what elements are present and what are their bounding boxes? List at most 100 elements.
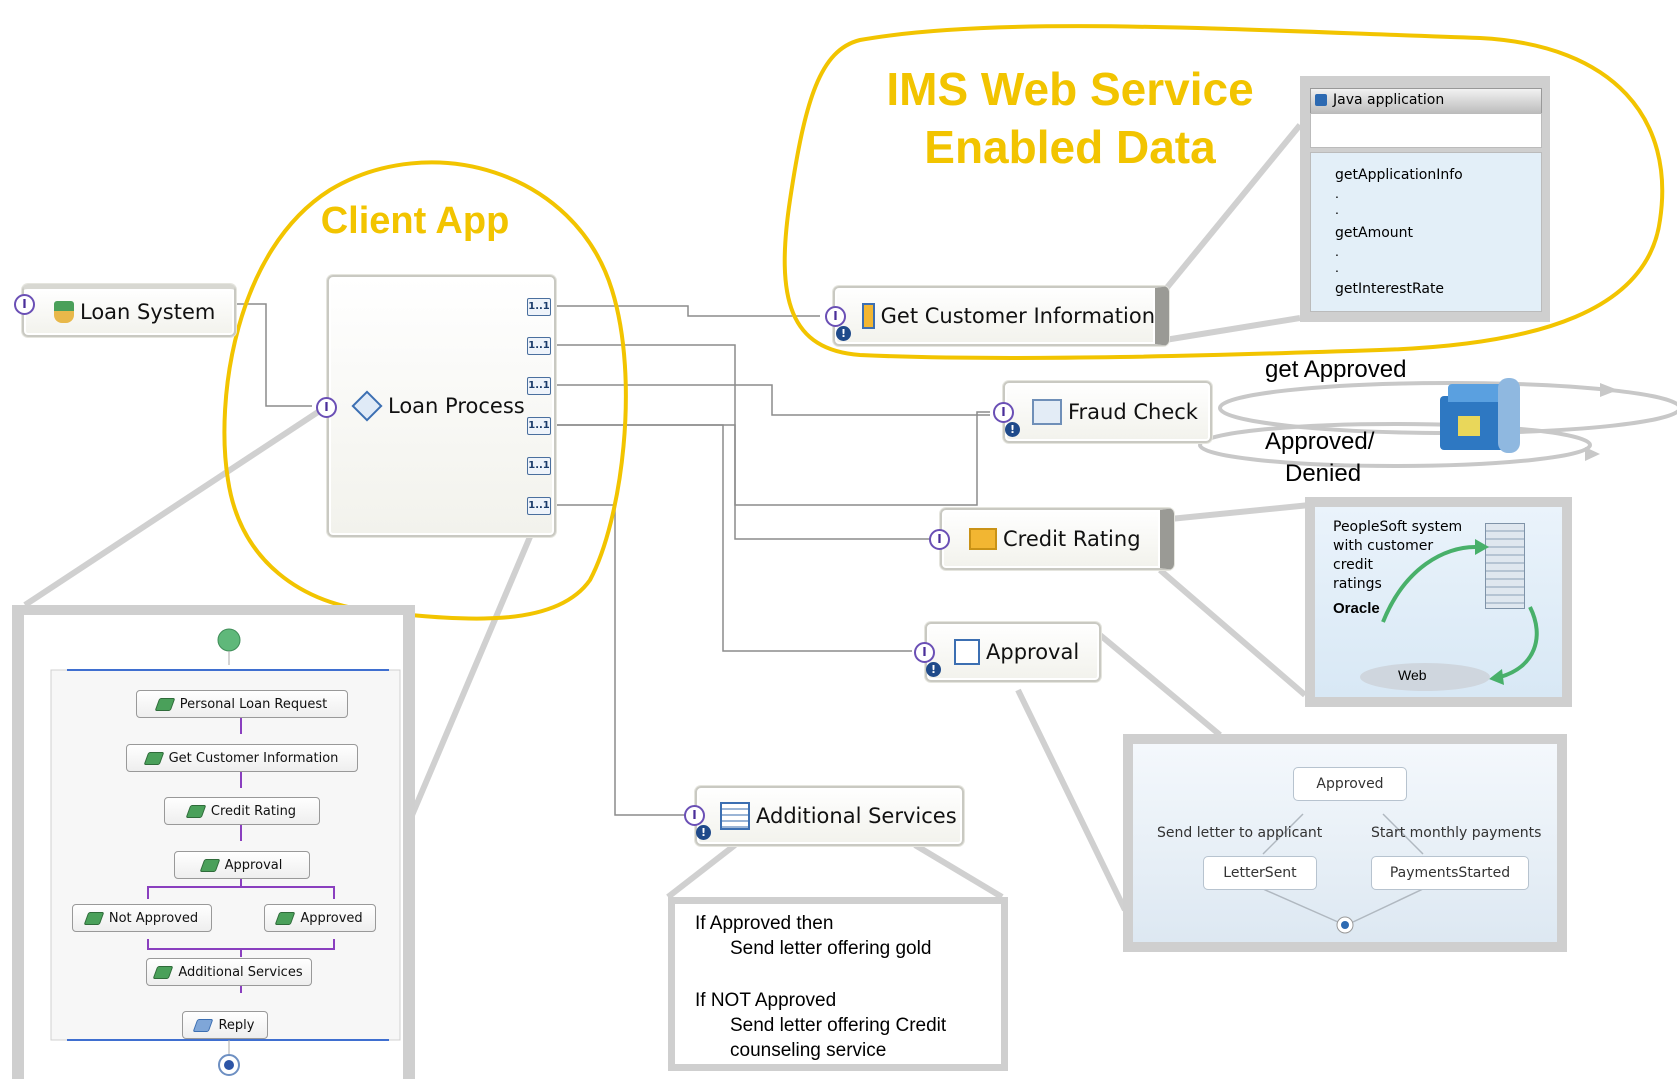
loan-system-icon bbox=[54, 301, 74, 323]
peoplesoft-line-3: credit bbox=[1333, 557, 1374, 573]
warning-icon: ! bbox=[696, 825, 711, 840]
invoke-icon bbox=[185, 804, 207, 818]
note-line-5: counseling service bbox=[730, 1040, 887, 1061]
approval-node[interactable]: Approval bbox=[925, 622, 1101, 682]
warning-icon: ! bbox=[926, 662, 941, 677]
receive-icon bbox=[154, 697, 176, 711]
activity-label: Not Approved bbox=[108, 910, 199, 926]
payments-started-state[interactable]: PaymentsStarted bbox=[1371, 856, 1529, 890]
approval-icon bbox=[954, 639, 980, 665]
activity-label: Approval bbox=[224, 857, 283, 873]
interface-icon[interactable]: I bbox=[929, 529, 950, 550]
invoke-icon bbox=[143, 751, 164, 765]
import-icon bbox=[862, 303, 875, 329]
peoplesoft-line-4: ratings bbox=[1333, 576, 1382, 592]
loan-system-label: Loan System bbox=[80, 300, 216, 324]
activity-approval[interactable]: Approval bbox=[174, 851, 310, 879]
reply-icon bbox=[193, 1018, 214, 1032]
interface-icon[interactable]: I bbox=[914, 642, 935, 663]
process-icon bbox=[351, 390, 383, 422]
java-method-2: getAmount bbox=[1335, 225, 1414, 241]
server-icon bbox=[1485, 523, 1525, 609]
fraud-check-icon bbox=[1032, 399, 1062, 425]
reference-5[interactable]: 1..1 bbox=[527, 457, 551, 475]
interface-icon[interactable]: I bbox=[684, 805, 705, 826]
credit-rating-icon bbox=[969, 528, 997, 550]
client-app-highlight bbox=[222, 160, 628, 621]
java-method-dot: . bbox=[1335, 201, 1339, 217]
get-approved-label: get Approved bbox=[1265, 356, 1407, 383]
state-transitions bbox=[1262, 813, 1424, 934]
bank-building-icon bbox=[1440, 378, 1525, 453]
java-method-3: getInterestRate bbox=[1335, 281, 1445, 297]
flow-lines bbox=[50, 628, 401, 1076]
approved-denied-label-2: Denied bbox=[1285, 460, 1362, 487]
peoplesoft-panel: PeopleSoft system with customer credit r… bbox=[1305, 497, 1572, 707]
java-panel-title: Java application bbox=[1333, 92, 1445, 108]
warning-icon: ! bbox=[1005, 422, 1020, 437]
start-payments-label: Start monthly payments bbox=[1371, 825, 1542, 841]
sync-arrows bbox=[1360, 539, 1539, 691]
interface-icon[interactable]: I bbox=[14, 294, 35, 315]
java-method-dot: . bbox=[1335, 243, 1339, 259]
credit-rating-label: Credit Rating bbox=[1003, 527, 1141, 551]
reference-2[interactable]: 1..1 bbox=[527, 337, 551, 355]
reference-1[interactable]: 1..1 bbox=[527, 298, 551, 316]
get-customer-information-label: Get Customer Information bbox=[880, 304, 1155, 328]
activity-label: Reply bbox=[218, 1017, 255, 1033]
activity-approved[interactable]: Approved bbox=[264, 904, 376, 932]
warning-icon: ! bbox=[836, 326, 851, 341]
reference-3[interactable]: 1..1 bbox=[527, 377, 551, 395]
approval-label: Approval bbox=[986, 640, 1080, 664]
activity-label: Approved bbox=[300, 910, 363, 926]
note-line-2: Send letter offering gold bbox=[730, 938, 932, 959]
approved-denied-label-1: Approved/ bbox=[1265, 428, 1375, 455]
java-method-dot: . bbox=[1335, 185, 1339, 201]
additional-services-label: Additional Services bbox=[756, 804, 957, 828]
note-line-1: If Approved then bbox=[695, 913, 834, 934]
activity-label: Get Customer Information bbox=[168, 750, 339, 766]
activity-credit-rating[interactable]: Credit Rating bbox=[164, 797, 320, 825]
process-flow-panel: Personal Loan Request Get Customer Infor… bbox=[12, 605, 415, 1079]
additional-services-node[interactable]: Additional Services bbox=[695, 786, 964, 846]
peoplesoft-line-2: with customer bbox=[1333, 538, 1434, 554]
note-line-3: If NOT Approved bbox=[695, 990, 837, 1011]
activity-not-approved[interactable]: Not Approved bbox=[72, 904, 212, 932]
invoke-icon bbox=[153, 965, 174, 979]
peoplesoft-line-1: PeopleSoft system bbox=[1333, 519, 1463, 535]
letter-sent-state[interactable]: LetterSent bbox=[1203, 856, 1317, 890]
interface-icon[interactable]: I bbox=[316, 397, 337, 418]
wires bbox=[232, 303, 990, 816]
send-letter-label: Send letter to applicant bbox=[1157, 825, 1323, 841]
approval-state-panel: Approved Send letter to applicant Start … bbox=[1123, 734, 1567, 952]
invoke-icon bbox=[83, 911, 105, 925]
reference-6[interactable]: 1..1 bbox=[527, 497, 551, 515]
client-app-title: Client App bbox=[320, 200, 510, 242]
ims-title-line1: IMS Web Service bbox=[886, 63, 1254, 115]
ims-highlight bbox=[782, 24, 1665, 360]
ims-title-line2: Enabled Data bbox=[924, 121, 1216, 173]
web-cloud-label: Web bbox=[1398, 667, 1427, 683]
credit-rating-node[interactable]: Credit Rating bbox=[940, 508, 1174, 570]
activity-label: Personal Loan Request bbox=[179, 696, 328, 712]
reference-4[interactable]: 1..1 bbox=[527, 417, 551, 435]
loan-system-node[interactable]: Loan System bbox=[22, 284, 236, 337]
additional-services-icon bbox=[720, 802, 750, 830]
activity-get-customer-information[interactable]: Get Customer Information bbox=[126, 744, 358, 772]
invoke-icon bbox=[274, 911, 296, 925]
approved-state[interactable]: Approved bbox=[1293, 767, 1407, 801]
activity-personal-loan-request[interactable]: Personal Loan Request bbox=[136, 690, 348, 718]
get-customer-information-node[interactable]: Get Customer Information bbox=[833, 286, 1169, 346]
loan-process-node[interactable]: Loan Process bbox=[327, 275, 556, 537]
additional-services-note: If Approved then Send letter offering go… bbox=[668, 897, 1008, 1071]
java-method-dot: . bbox=[1335, 259, 1339, 275]
interface-icon[interactable]: I bbox=[993, 402, 1014, 423]
fraud-check-node[interactable]: Fraud Check bbox=[1003, 381, 1212, 443]
activity-reply[interactable]: Reply bbox=[182, 1011, 268, 1039]
activity-additional-services[interactable]: Additional Services bbox=[146, 958, 312, 986]
java-method-1: getApplicationInfo bbox=[1335, 167, 1463, 183]
callout-connectors bbox=[23, 123, 1311, 912]
interface-icon[interactable]: I bbox=[825, 306, 846, 327]
loan-process-label: Loan Process bbox=[388, 394, 525, 418]
